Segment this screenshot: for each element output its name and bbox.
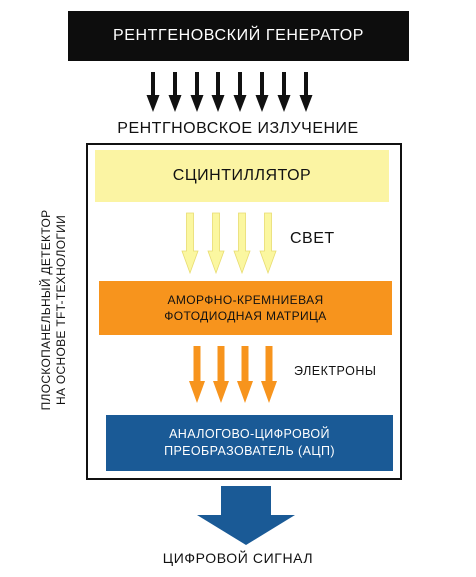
detector-side-label-line-1: ПЛОСКОПАНЕЛЬНЫЙ ДЕТЕКТОР <box>39 209 53 411</box>
electron-arrow-1 <box>189 346 205 403</box>
light-arrow-4 <box>259 212 277 275</box>
light-arrow-2 <box>207 212 225 275</box>
light-arrow-3 <box>233 212 251 275</box>
electron-arrow-3 <box>237 346 253 403</box>
xray-arrow-6 <box>255 72 269 112</box>
electron-arrow-2 <box>213 346 229 403</box>
signal-arrow-shape <box>197 486 295 545</box>
xray-arrow-3 <box>190 72 204 112</box>
photodiode-label-line-1: АМОРФНО-КРЕМНИЕВАЯ <box>167 293 324 307</box>
scintillator-box: СЦИНТИЛЛЯТОР <box>95 150 389 202</box>
xray-arrow-1 <box>146 72 160 112</box>
flat-panel-detector-frame <box>86 143 402 480</box>
xray-generator-label: РЕНТГЕНОВСКИЙ ГЕНЕРАТОР <box>112 27 365 44</box>
xray-arrow-8 <box>299 72 313 112</box>
xray-generator-box: РЕНТГЕНОВСКИЙ ГЕНЕРАТОР <box>68 11 409 61</box>
xray-arrow-2 <box>168 72 182 112</box>
light-label: СВЕТ <box>290 230 335 247</box>
light-arrow-1 <box>181 212 199 275</box>
xray-arrow-7 <box>277 72 291 112</box>
electron-arrows <box>189 346 277 403</box>
electrons-label: ЭЛЕКТРОНЫ <box>294 364 377 378</box>
adc-label-line-2: ПРЕОБРАЗОВАТЕЛЬ (АЦП) <box>164 444 335 458</box>
photodiode-matrix-box: АМОРФНО-КРЕМНИЕВАЯ ФОТОДИОДНАЯ МАТРИЦА <box>99 281 392 335</box>
detector-side-label-line-2: НА ОСНОВЕ TFT-ТЕХНОЛОГИИ <box>54 214 68 406</box>
adc-box: АНАЛОГОВО-ЦИФРОВОЙ ПРЕОБРАЗОВАТЕЛЬ (АЦП) <box>106 415 393 471</box>
adc-label-line-1: АНАЛОГОВО-ЦИФРОВОЙ <box>169 427 330 441</box>
xray-arrow-4 <box>211 72 225 112</box>
scintillator-label: СЦИНТИЛЛЯТОР <box>172 167 312 184</box>
digital-signal-label: ЦИФРОВОЙ СИГНАЛ <box>162 550 314 566</box>
xray-radiation-label: РЕНТГНОВСКОЕ ИЗЛУЧЕНИЕ <box>117 120 359 137</box>
xray-arrows <box>146 72 313 112</box>
detector-side-label: ПЛОСКОПАНЕЛЬНЫЙ ДЕТЕКТОР НА ОСНОВЕ TFT-Т… <box>39 180 69 440</box>
light-arrows <box>181 212 277 275</box>
photodiode-label-line-2: ФОТОДИОДНАЯ МАТРИЦА <box>164 309 327 323</box>
electron-arrow-4 <box>261 346 277 403</box>
signal-arrow <box>197 486 295 545</box>
xray-arrow-5 <box>233 72 247 112</box>
